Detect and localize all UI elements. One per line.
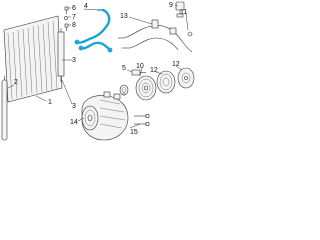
callout-12b: 12 xyxy=(172,61,180,68)
callout-12: 12 xyxy=(150,67,158,74)
clutch-plate xyxy=(177,67,195,89)
callout-6: 6 xyxy=(72,5,76,12)
highlighted-hose-assembly[interactable] xyxy=(74,8,113,53)
clutch-pulley xyxy=(135,75,157,101)
callout-15: 15 xyxy=(130,129,138,136)
fitting-part-5 xyxy=(131,69,146,76)
seal-part-7 xyxy=(64,16,68,20)
pressure-switch xyxy=(175,1,185,18)
callout-8: 8 xyxy=(72,22,76,29)
compressor-bolt xyxy=(134,114,150,126)
callout-3: 3 xyxy=(72,103,76,110)
condenser xyxy=(3,15,65,103)
callout-9: 9 xyxy=(169,2,173,9)
callout-13: 13 xyxy=(120,13,128,20)
callout-1: 1 xyxy=(48,99,52,106)
bolt-part-6 xyxy=(64,6,69,14)
compressor xyxy=(81,91,129,141)
callout-10: 10 xyxy=(136,63,144,70)
callout-4: 4 xyxy=(84,3,88,10)
parts-diagram: 1 2 3 3 4 5 6 7 8 9 10 11 12 12 13 14 15 xyxy=(1,1,195,141)
callout-3b: 3 xyxy=(72,57,76,64)
callout-11: 11 xyxy=(180,9,187,16)
callout-labels: 1 2 3 3 4 5 6 7 8 9 10 11 12 12 13 14 15 xyxy=(14,2,187,136)
callout-2: 2 xyxy=(14,79,18,86)
callout-14: 14 xyxy=(70,119,78,126)
bolt-part-8 xyxy=(64,23,69,31)
callout-7: 7 xyxy=(72,14,76,21)
suction-hose-assembly xyxy=(118,19,193,53)
leader-lines xyxy=(7,4,189,129)
clutch-coil xyxy=(156,70,176,94)
receiver-drier xyxy=(1,76,8,141)
callout-5: 5 xyxy=(122,65,126,72)
